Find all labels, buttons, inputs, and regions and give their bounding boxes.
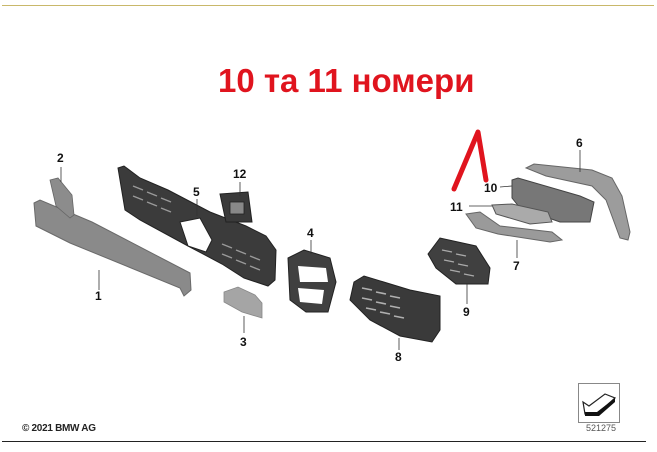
doc-number: 521275 — [586, 423, 617, 433]
leader-lines — [60, 150, 581, 350]
callout-2: 2 — [57, 151, 64, 165]
callout-11: 11 — [450, 200, 463, 214]
red-caret-arrow-icon — [451, 129, 489, 192]
copyright: © 2021 BMW AG — [22, 423, 96, 434]
callout-6: 6 — [576, 136, 583, 150]
bottom-rule — [2, 441, 646, 442]
callout-1: 1 — [95, 289, 102, 303]
part-9-mesh-grille — [427, 237, 491, 285]
annotation-text: 10 та 11 номери — [218, 62, 475, 99]
callout-10: 10 — [484, 181, 498, 195]
arrow-view-icon — [578, 383, 620, 423]
callout-5: 5 — [193, 185, 200, 199]
part-7-trim — [465, 211, 564, 243]
part-2-cap — [49, 177, 75, 219]
part-3-cover — [223, 286, 263, 319]
callout-4: 4 — [307, 226, 314, 240]
callout-3: 3 — [240, 335, 247, 349]
part-4-frame — [287, 249, 337, 313]
part-6-trim — [524, 163, 631, 241]
part-11-mesh-insert — [491, 203, 553, 225]
callout-8: 8 — [395, 350, 402, 364]
callout-7: 7 — [513, 259, 520, 273]
part-8-mesh-grille — [349, 275, 441, 343]
callout-9: 9 — [463, 305, 470, 319]
part-5-center-grille — [117, 165, 277, 287]
callout-12: 12 — [233, 167, 247, 181]
part-12-bracket — [219, 191, 253, 223]
top-rule — [2, 5, 654, 6]
